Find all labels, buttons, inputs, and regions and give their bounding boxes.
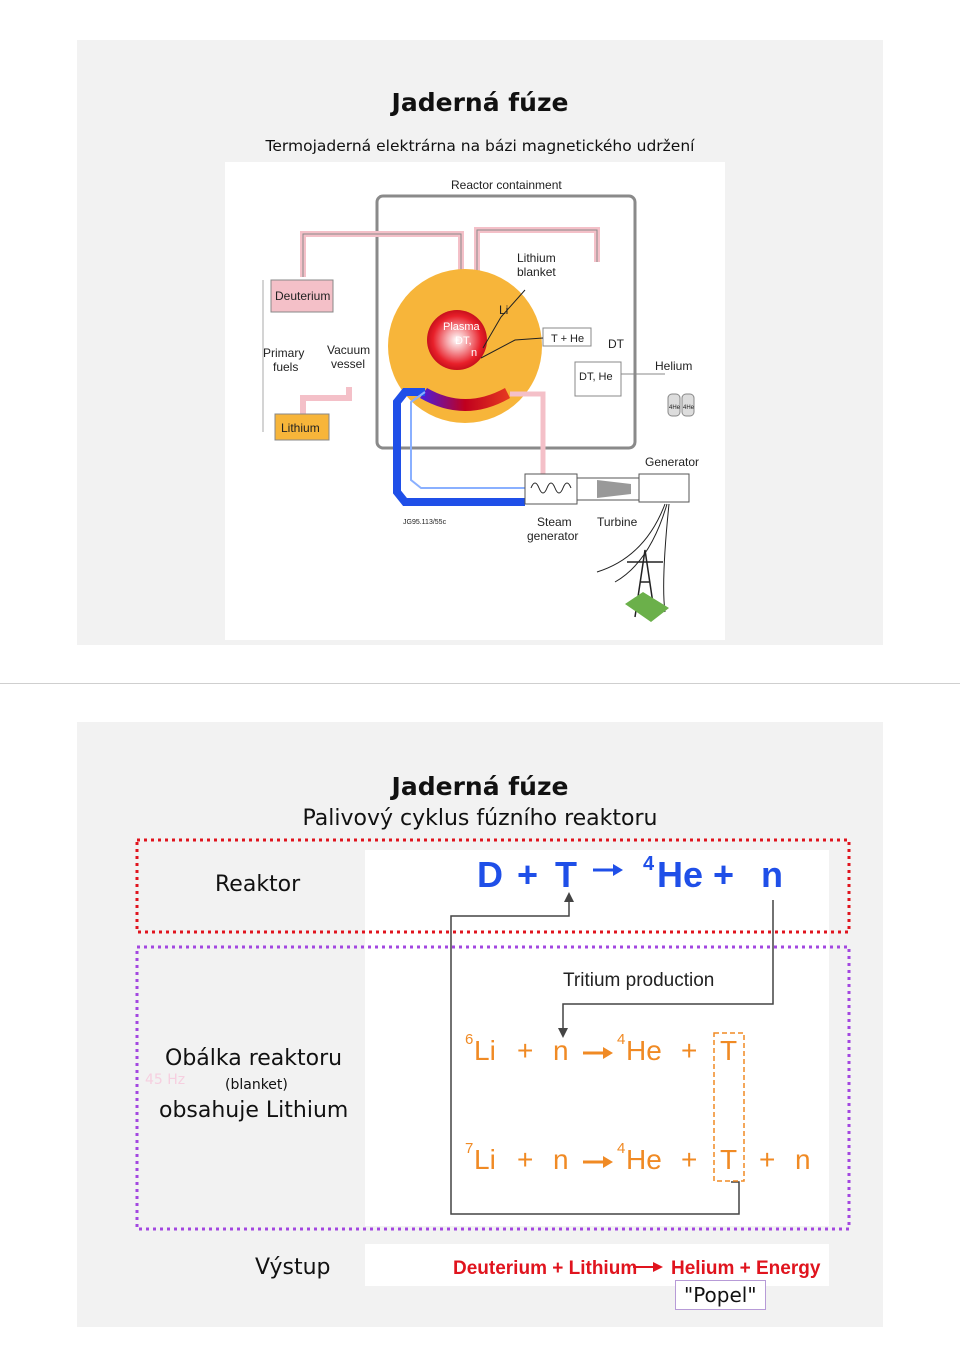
fusion-reaction-panel [365,850,829,958]
diagram-label: + [517,1144,533,1175]
diagram-label: T [720,1144,737,1175]
tritium-title: Tritium production [563,970,714,991]
output-label: Výstup [255,1255,331,1280]
diagram-label: + [681,1144,697,1175]
fusion-plant-diagram: Reactor containment Plasma DT, n Deuteri… [225,162,725,640]
blanket-label-english: (blanket) [225,1077,288,1093]
diagram-label: JG95.113/55c [403,519,447,526]
diagram-label: Steam [537,515,572,529]
diagram-label: 4He [669,405,681,411]
diagram-label: Deuterium [275,289,330,303]
diagram-label: Li [499,303,508,317]
diagram-label: He [626,1144,662,1175]
tritium-panel [365,958,829,1226]
plasma [427,310,487,370]
plasma-label: Plasma [443,321,481,333]
diagram-label: 4He [683,405,695,411]
tritium-highlight [713,1032,745,1182]
heat-arc [420,388,510,411]
diagram-label: 4 [617,1140,625,1157]
diagram-label: 4 [617,1031,625,1048]
output-product: Helium + Energy [671,1258,821,1279]
diagram-label: Li [474,1035,496,1066]
diagram-label: T + He [551,333,584,345]
diagram-label: Vacuum [327,343,370,357]
diagram-label: Generator [645,455,699,469]
diagram-label: DT, [455,335,472,347]
diagram-label: Lithium [281,421,320,435]
blanket-content-label: obsahuje Lithium [159,1098,349,1123]
reactor-box [135,838,851,934]
reaction-d: D [477,854,503,895]
slide-subtitle: Palivový cyklus fúzního reaktoru [302,806,658,831]
diagram-label: Lithium [517,251,556,265]
diagram-label: Helium [655,359,692,373]
slide-title: Jaderná fúze [391,772,569,801]
diagram-label: 6 [465,1031,473,1048]
diagram-label: vessel [331,357,365,371]
steam-generator [524,473,578,505]
diagram-label: n [553,1144,569,1175]
diagram-label: blanket [517,265,556,279]
reaction-n: n [761,854,783,895]
diagram-label: n [795,1144,811,1175]
output-input: Deuterium + Lithium [453,1258,637,1279]
deuterium-tank [270,279,334,313]
diagram-label: T [720,1035,737,1066]
diagram-label: 4 [643,853,655,875]
diagram-label: Li [474,1144,496,1175]
diagram-label: generator [527,529,578,543]
eq1-n: n [553,1035,569,1066]
ghost-text: 45 Hz [145,1072,186,1088]
diagram-label: + [517,854,538,895]
generator [638,473,690,503]
diagram-label: fuels [273,360,298,374]
lithium-tank [274,413,330,441]
reaction-he: He [657,854,703,895]
reactor-containment [375,194,637,450]
output-panel [365,1244,829,1286]
diagram-label: 7 [465,1140,473,1157]
reactor-label: Reaktor [215,872,301,897]
coolant-loop [393,388,525,506]
reaction-t: T [555,854,577,895]
diagram-label: + [759,1144,775,1175]
containment-label: Reactor containment [451,178,562,192]
diagram-label: n [471,347,477,359]
slide-subtitle: Termojaderná elektrárna na bázi magnetic… [265,137,695,155]
diagram-label: + [681,1035,697,1066]
diagram-label: + [713,854,734,895]
ash-label: "Popel" [675,1280,766,1310]
diagram-label: + [517,1035,533,1066]
slide-title: Jaderná fúze [391,88,569,117]
diagram-label: DT [608,337,625,351]
slide-fuel-cycle: Jaderná fúze Palivový cyklus fúzního rea… [77,722,883,1327]
page-divider [0,683,960,684]
diagram-label: DT, He [579,371,613,383]
diagram-label: Primary [263,346,304,360]
blanket-label: Obálka reaktoru [165,1046,343,1071]
diagram-label: Turbine [597,515,638,529]
slide-fusion-plant: Jaderná fúze Termojaderná elektrárna na … [77,40,883,645]
diagram-label: He [626,1035,662,1066]
